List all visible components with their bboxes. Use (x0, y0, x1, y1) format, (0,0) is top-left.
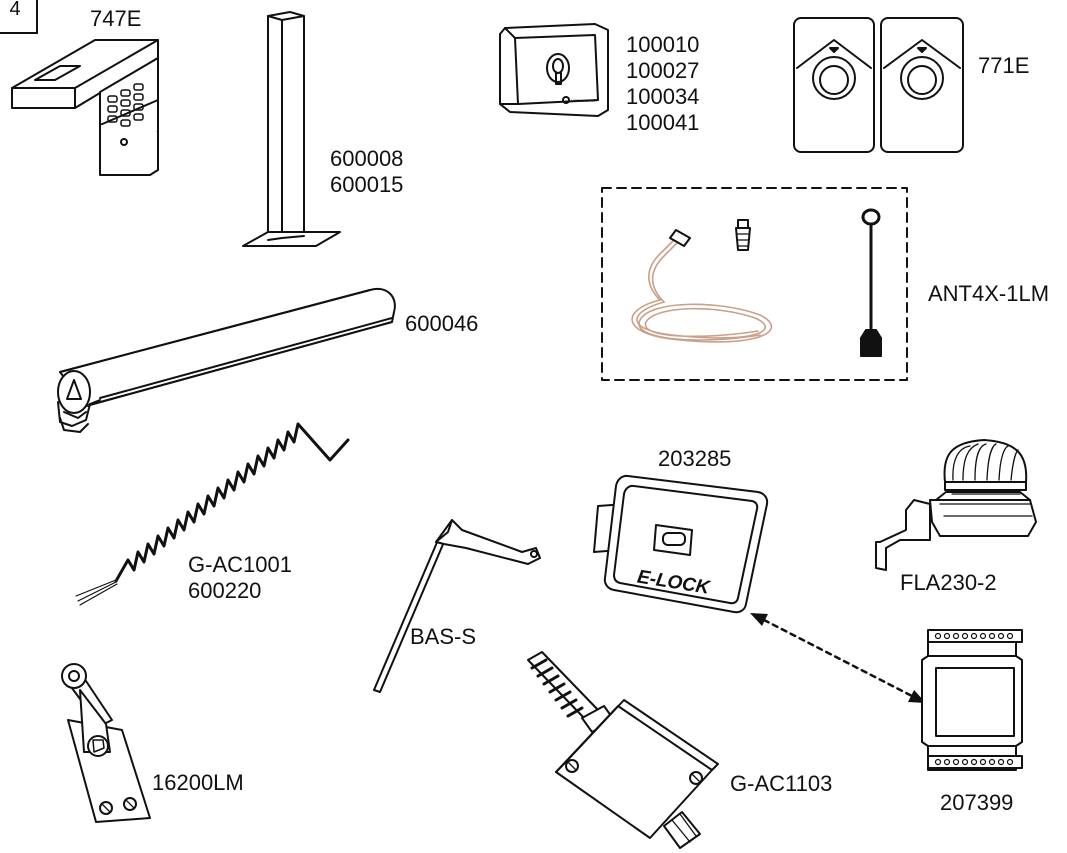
keypad-buttons (107, 83, 144, 127)
keyswitch-label: 100010 100027 100034 100041 (626, 32, 700, 135)
limit-bracket-drawing (61, 663, 151, 823)
release-key-label: BAS-S (410, 624, 477, 649)
antenna-cable (631, 233, 773, 343)
elock-label: 203285 (658, 446, 732, 471)
junction-box-drawing (527, 651, 719, 849)
keypad-drawing (11, 39, 159, 176)
warning-light-label: FLA230-2 (900, 570, 997, 595)
warning-light-drawing (875, 439, 1037, 571)
post-label: 600008 600015 (330, 146, 404, 197)
post-drawing (242, 11, 341, 247)
brand-marking: LIFT MASTER (571, 98, 597, 103)
connection-arrow (750, 613, 926, 703)
junction-box-label: G-AC1103 (730, 771, 833, 796)
keyswitch-drawing: LIFT MASTER (499, 23, 609, 117)
coil-cord-drawing (75, 422, 350, 606)
safety-edge-drawing (57, 287, 396, 433)
safety-edge-label: 600046 (405, 311, 479, 336)
elock-drawing: E-LOCK (593, 474, 769, 614)
release-key-drawing (373, 519, 541, 693)
coil-cord-label: G-AC1001 600220 (188, 552, 292, 603)
remotes-drawing (793, 17, 964, 153)
control-module-drawing (921, 629, 1023, 771)
remotes-label: 771E (978, 53, 1030, 78)
keypad-label: 747E (90, 6, 142, 31)
antenna-kit-drawing (601, 187, 908, 381)
antenna-kit-label: ANT4X-1LM (928, 281, 1050, 306)
page-number: 4 (0, 0, 38, 34)
limit-bracket-label: 16200LM (152, 770, 244, 795)
control-module-label: 207399 (940, 790, 1014, 815)
